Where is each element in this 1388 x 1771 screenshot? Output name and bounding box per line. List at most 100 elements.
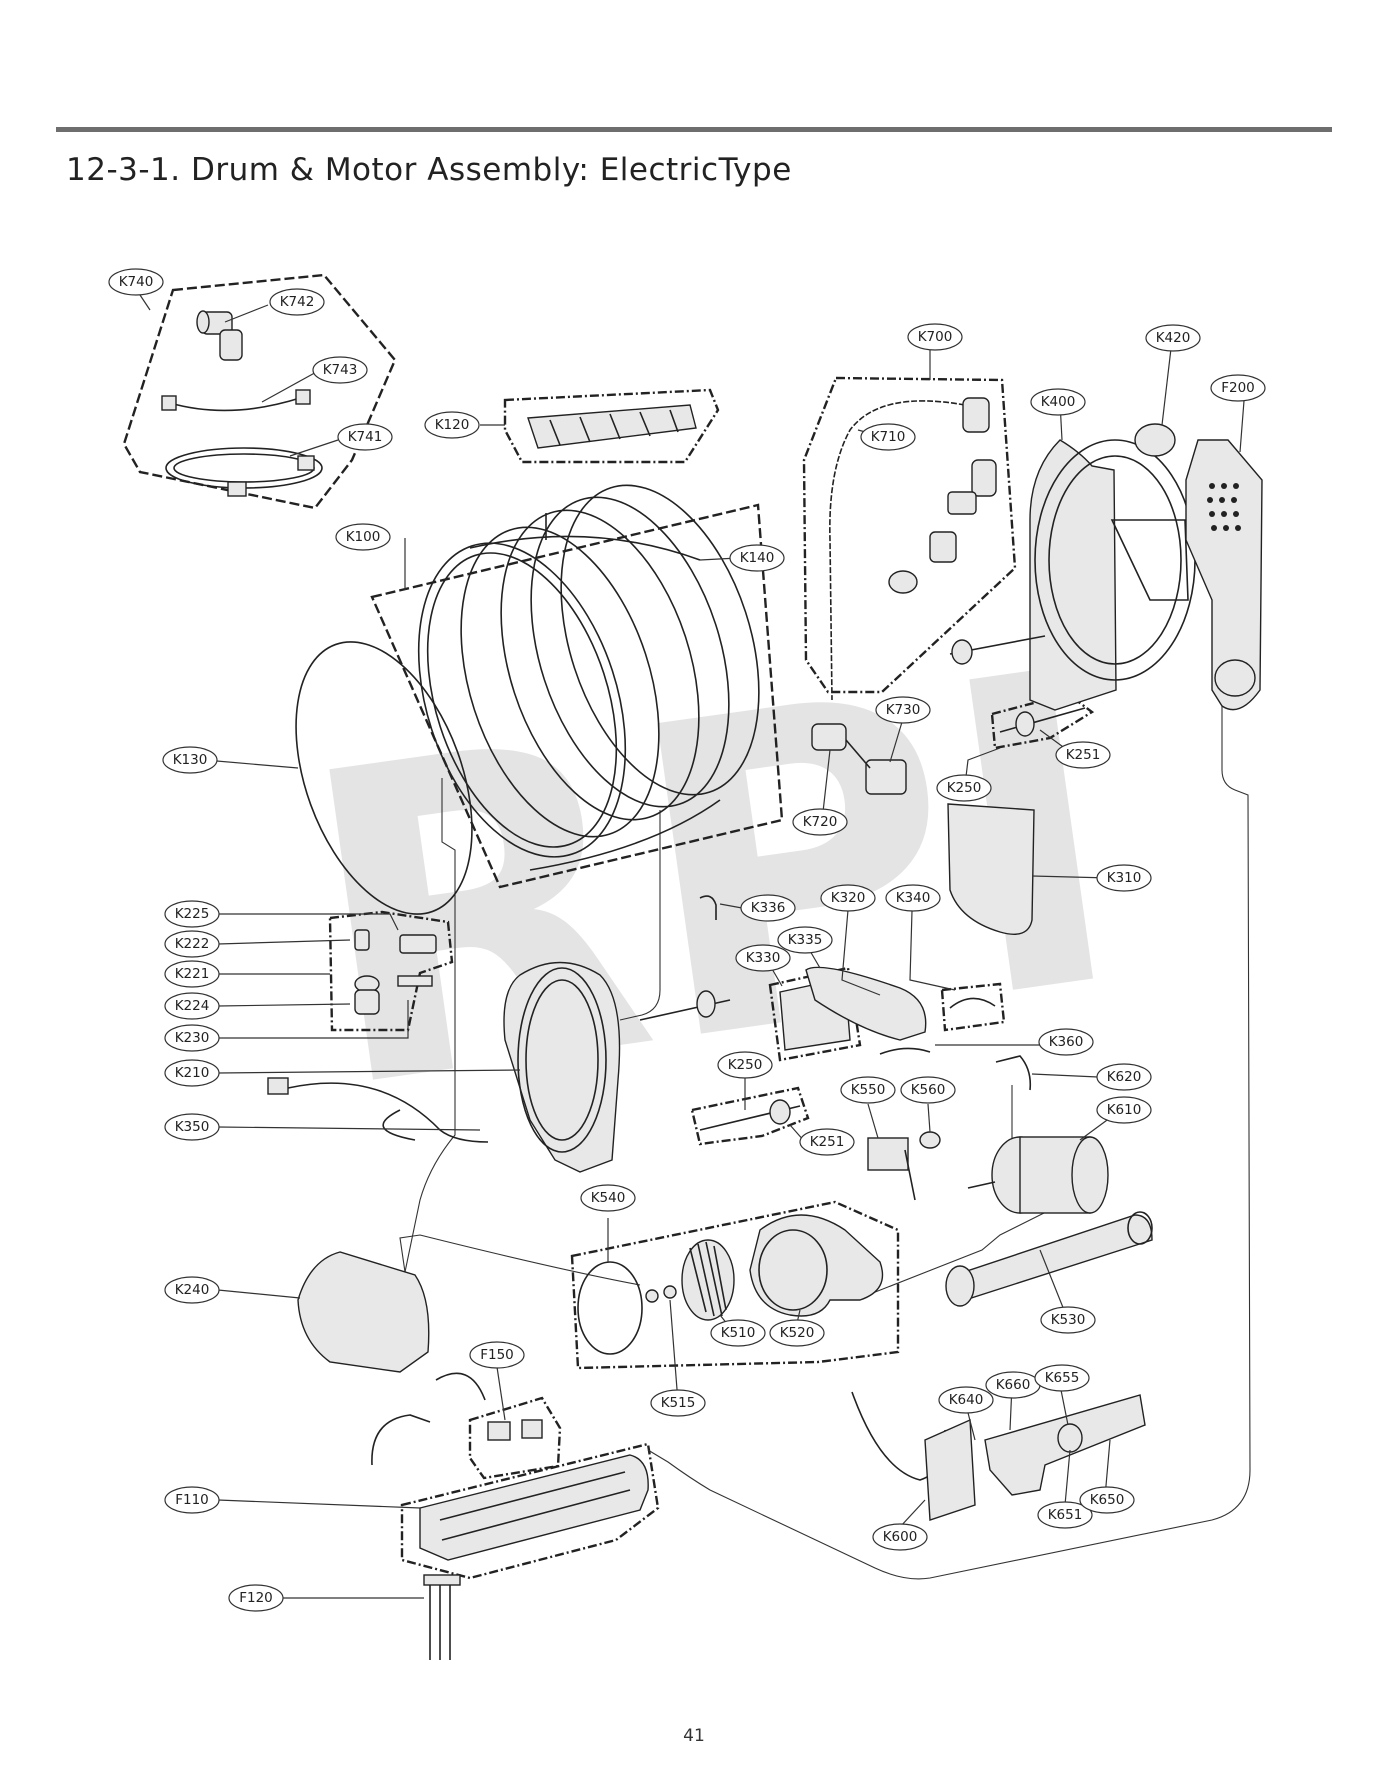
k620-part xyxy=(995,1055,1032,1091)
shaft-parts xyxy=(639,990,731,1021)
filter-housing-parts xyxy=(779,966,927,1051)
label-k655: K655 xyxy=(1034,1364,1090,1392)
label-f150: F150 xyxy=(469,1341,525,1369)
svg-text:K335: K335 xyxy=(788,932,823,948)
label-k620: K620 xyxy=(1096,1063,1152,1091)
svg-text:F150: F150 xyxy=(480,1347,514,1363)
routing-line-right xyxy=(647,700,1251,1580)
svg-text:K336: K336 xyxy=(751,900,786,916)
short-hose-part xyxy=(161,389,311,412)
svg-text:K340: K340 xyxy=(896,890,931,906)
k225-outline xyxy=(328,910,454,1032)
steam-nozzle-parts xyxy=(888,397,997,594)
belt-part xyxy=(295,641,473,915)
svg-text:K720: K720 xyxy=(803,814,838,830)
svg-text:K600: K600 xyxy=(883,1529,918,1545)
exhaust-duct-part xyxy=(1185,439,1263,711)
label-k550: K550 xyxy=(840,1076,896,1104)
motor-part xyxy=(967,1136,1109,1214)
sensor-harness-part xyxy=(267,1077,489,1143)
svg-text:K660: K660 xyxy=(996,1377,1031,1393)
label-k221: K221 xyxy=(164,960,220,988)
svg-text:K700: K700 xyxy=(918,329,953,345)
label-k330: K330 xyxy=(735,944,791,972)
roller-assembly-lower xyxy=(699,1099,801,1131)
svg-text:K510: K510 xyxy=(721,1325,756,1341)
impeller-part xyxy=(681,1239,735,1321)
svg-text:K251: K251 xyxy=(810,1134,845,1150)
svg-text:F120: F120 xyxy=(239,1590,273,1606)
label-k400: K400 xyxy=(1030,388,1086,416)
label-k540: K540 xyxy=(580,1184,636,1212)
k340-outline xyxy=(940,982,1006,1032)
svg-text:K251: K251 xyxy=(1066,747,1101,763)
k100-drum-outline xyxy=(370,503,784,889)
routing-line-drum xyxy=(619,810,661,1021)
label-k741: K741 xyxy=(337,423,393,451)
label-f120: F120 xyxy=(228,1584,284,1612)
svg-text:K140: K140 xyxy=(740,550,775,566)
f150-outline xyxy=(468,1396,562,1480)
svg-text:K730: K730 xyxy=(886,702,921,718)
heater-part xyxy=(419,1454,649,1561)
svg-text:K400: K400 xyxy=(1041,394,1076,410)
page-title: 12-3-1. Drum & Motor Assembly: ElectricT… xyxy=(66,152,792,188)
motor-mount-part xyxy=(984,1394,1146,1496)
label-k251-upper: K251 xyxy=(1055,741,1111,769)
baffle-part xyxy=(527,404,697,449)
svg-text:K221: K221 xyxy=(175,966,210,982)
label-k350: K350 xyxy=(164,1113,220,1141)
page-number: 41 xyxy=(683,1726,705,1746)
svg-text:K550: K550 xyxy=(851,1082,886,1098)
svg-text:K650: K650 xyxy=(1090,1492,1125,1508)
label-k560: K560 xyxy=(900,1076,956,1104)
svg-text:K640: K640 xyxy=(949,1392,984,1408)
header-rule xyxy=(56,127,1332,132)
svg-text:K224: K224 xyxy=(175,998,210,1014)
thermostat-parts xyxy=(867,1131,941,1201)
label-k120: K120 xyxy=(424,411,480,439)
label-k320: K320 xyxy=(820,884,876,912)
y-fitting-part xyxy=(196,310,243,361)
label-k340: K340 xyxy=(885,884,941,912)
k336-part xyxy=(699,895,717,920)
svg-text:K741: K741 xyxy=(348,429,383,445)
rear-bulkhead-part xyxy=(503,961,621,1173)
label-k336: K336 xyxy=(740,894,796,922)
label-k420: K420 xyxy=(1145,324,1201,352)
label-k210: K210 xyxy=(164,1059,220,1087)
svg-text:K530: K530 xyxy=(1051,1312,1086,1328)
k740-kit-outline xyxy=(122,273,397,510)
blower-housing-part xyxy=(749,1214,884,1317)
svg-text:K651: K651 xyxy=(1048,1507,1083,1523)
blower-group-outline xyxy=(570,1200,900,1370)
svg-text:F110: F110 xyxy=(175,1492,209,1508)
front-bulkhead-part xyxy=(1029,439,1196,711)
svg-text:K100: K100 xyxy=(346,529,381,545)
roller-assembly-upper xyxy=(949,635,1086,737)
svg-text:K742: K742 xyxy=(280,294,315,310)
label-k742: K742 xyxy=(269,288,325,316)
svg-text:K330: K330 xyxy=(746,950,781,966)
svg-text:K320: K320 xyxy=(831,890,866,906)
k120-outline xyxy=(503,388,720,464)
svg-text:K350: K350 xyxy=(175,1119,210,1135)
k250-lower-outline xyxy=(690,1086,810,1146)
svg-text:K210: K210 xyxy=(175,1065,210,1081)
label-k710: K710 xyxy=(860,423,916,451)
svg-text:K710: K710 xyxy=(871,429,906,445)
long-hose-part xyxy=(165,447,323,497)
label-k700: K700 xyxy=(907,323,963,351)
svg-text:K540: K540 xyxy=(591,1190,626,1206)
svg-text:K250: K250 xyxy=(947,780,982,796)
label-k520: K520 xyxy=(769,1319,825,1347)
lamp-ring-part xyxy=(1134,423,1176,457)
label-k743: K743 xyxy=(312,356,368,384)
label-k222: K222 xyxy=(164,930,220,958)
label-k335: K335 xyxy=(777,926,833,954)
k700-outline xyxy=(802,376,1017,694)
routing-line-left xyxy=(399,1234,641,1286)
k225-parts xyxy=(354,929,437,1015)
drum-part xyxy=(417,484,760,871)
svg-text:K610: K610 xyxy=(1107,1102,1142,1118)
